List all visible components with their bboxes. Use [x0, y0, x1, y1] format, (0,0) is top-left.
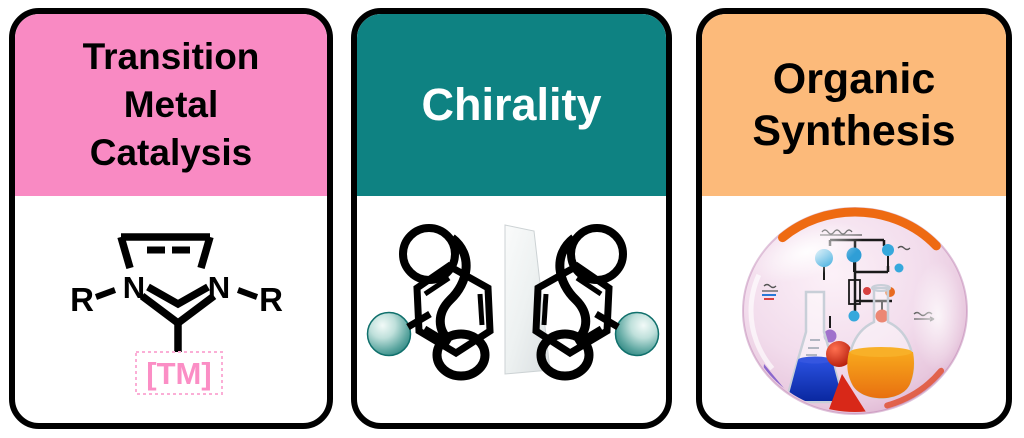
header-organic-synthesis: Organic Synthesis [702, 14, 1006, 196]
molecule-bonds-right [532, 224, 627, 381]
title-line: Transition [82, 36, 260, 77]
flask-bubble-art [702, 196, 1006, 423]
r-group-right-label: R [259, 281, 283, 318]
nhc-carbene-svg: N N R R [TM] [70, 233, 283, 395]
title-line: Catalysis [89, 132, 253, 173]
card-transition-metal-catalysis: Transition Metal Catalysis N N [9, 8, 333, 429]
red-sphere [826, 341, 852, 367]
mirror-molecules-art [357, 196, 666, 423]
enantiomer-right [532, 224, 660, 381]
header-chirality: Chirality [357, 14, 666, 196]
orange-liquid [847, 352, 914, 399]
carbene-ring-bonds [117, 233, 214, 270]
r-n-bonds [94, 287, 259, 300]
substituent-sphere-right [614, 311, 660, 357]
r-group-left-label: R [70, 281, 94, 318]
flask-bubble-svg [742, 207, 968, 415]
nhc-carbene-structure-art: N N R R [TM] [15, 196, 327, 423]
red-wedge [828, 374, 866, 412]
card-organic-synthesis: Organic Synthesis [696, 8, 1012, 429]
header-transition-metal-catalysis: Transition Metal Catalysis [15, 14, 327, 196]
nitrogen-left-label: N [123, 270, 145, 305]
title-line: Organic [772, 55, 936, 103]
title-line: Metal [123, 84, 219, 125]
bubble-orange-rim [742, 207, 968, 415]
mirror-molecules-svg [366, 224, 660, 381]
title-line: Chirality [421, 79, 602, 130]
metal-box [135, 351, 223, 395]
flask-orange [847, 284, 915, 399]
enantiomer-left [366, 224, 494, 381]
colored-note-marks [762, 294, 776, 300]
metal-label: [TM] [146, 356, 211, 391]
carbene-carbon-bonds [139, 283, 217, 328]
blue-liquid [788, 360, 842, 401]
substituent-sphere-left [366, 311, 412, 357]
title-line: Synthesis [752, 107, 956, 155]
graduation-marks [806, 339, 820, 356]
card-chirality: Chirality [351, 8, 672, 429]
molecule-bonds-left [399, 224, 494, 381]
